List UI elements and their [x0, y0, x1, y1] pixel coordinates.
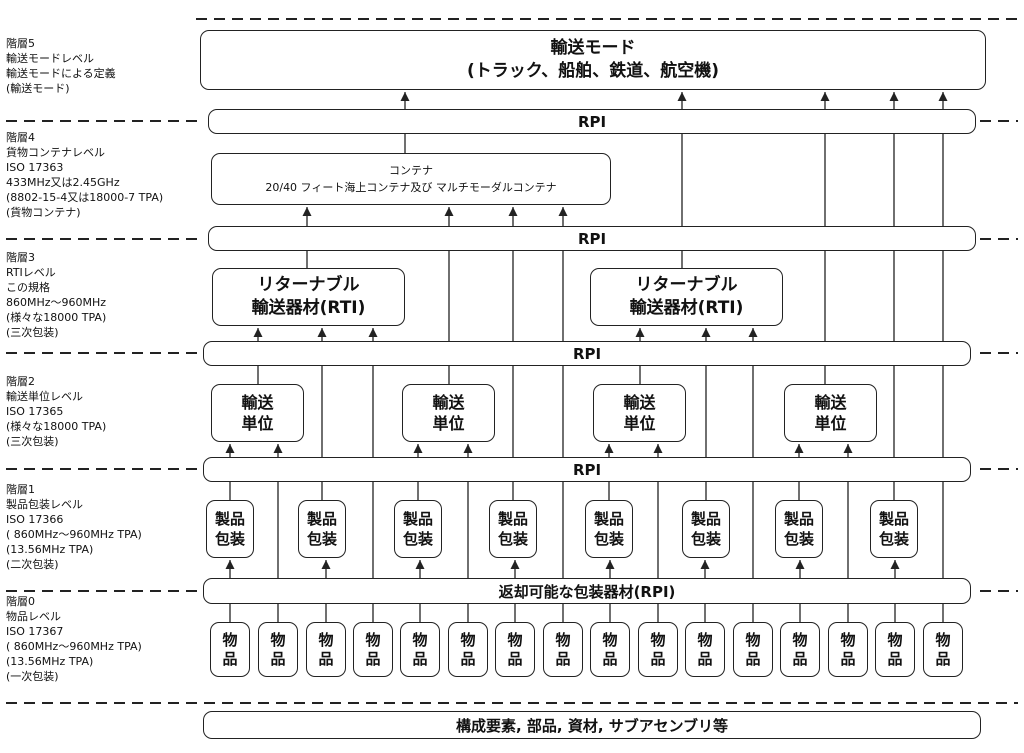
level-3-label: 階層3 RTIレベル この規格 860MHz〜960MHz (様々な18000 … [6, 251, 107, 339]
product-package-box: 製品 包装 [489, 500, 537, 558]
item-box: 物 品 [258, 622, 298, 677]
item-box: 物 品 [210, 622, 250, 677]
transport-unit-box: 輸送 単位 [784, 384, 877, 442]
level-0-label: 階層0 物品レベル ISO 17367 ( 860MHz〜960MHz TPA)… [6, 595, 142, 683]
transport-unit-box: 輸送 単位 [593, 384, 686, 442]
level-5-label: 階層5 輸送モードレベル 輸送モードによる定義 (輸送モード) [6, 37, 116, 95]
rpi-bar-0-1: 返却可能な包装器材(RPI) [203, 578, 971, 604]
item-box: 物 品 [685, 622, 725, 677]
rpi-bar-2-3: RPI [203, 341, 971, 366]
item-box: 物 品 [828, 622, 868, 677]
product-package-box: 製品 包装 [775, 500, 823, 558]
rpi-bar-1-2: RPI [203, 457, 971, 482]
item-box: 物 品 [875, 622, 915, 677]
item-box: 物 品 [448, 622, 488, 677]
item-box: 物 品 [923, 622, 963, 677]
item-box: 物 品 [543, 622, 583, 677]
item-box: 物 品 [780, 622, 820, 677]
product-package-box: 製品 包装 [870, 500, 918, 558]
item-box: 物 品 [306, 622, 346, 677]
level-4-label: 階層4 貨物コンテナレベル ISO 17363 433MHz又は2.45GHz … [6, 131, 164, 219]
transport-mode-box: 輸送モード (トラック、船舶、鉄道、航空機) [200, 30, 986, 90]
product-package-box: 製品 包装 [682, 500, 730, 558]
product-package-box: 製品 包装 [585, 500, 633, 558]
item-box: 物 品 [733, 622, 773, 677]
product-package-box: 製品 包装 [394, 500, 442, 558]
components-box: 構成要素, 部品, 資材, サブアセンブリ等 [203, 711, 981, 739]
item-box: 物 品 [638, 622, 678, 677]
item-box: 物 品 [590, 622, 630, 677]
rti-box: リターナブル 輸送器材(RTI) [212, 268, 405, 326]
level-separators [6, 18, 1018, 704]
rpi-bar-3-4: RPI [208, 226, 976, 251]
rti-box: リターナブル 輸送器材(RTI) [590, 268, 783, 326]
product-package-box: 製品 包装 [206, 500, 254, 558]
product-package-box: 製品 包装 [298, 500, 346, 558]
container-box: コンテナ 20/40 フィート海上コンテナ及び マルチモーダルコンテナ [211, 153, 611, 205]
transport-unit-box: 輸送 単位 [402, 384, 495, 442]
level-1-label: 階層1 製品包装レベル ISO 17366 ( 860MHz〜960MHz TP… [6, 483, 142, 571]
rpi-bar-4-5: RPI [208, 109, 976, 134]
item-box: 物 品 [495, 622, 535, 677]
item-box: 物 品 [353, 622, 393, 677]
item-box: 物 品 [400, 622, 440, 677]
transport-unit-box: 輸送 単位 [211, 384, 304, 442]
level-2-label: 階層2 輸送単位レベル ISO 17365 (様々な18000 TPA) (三次… [6, 375, 107, 448]
